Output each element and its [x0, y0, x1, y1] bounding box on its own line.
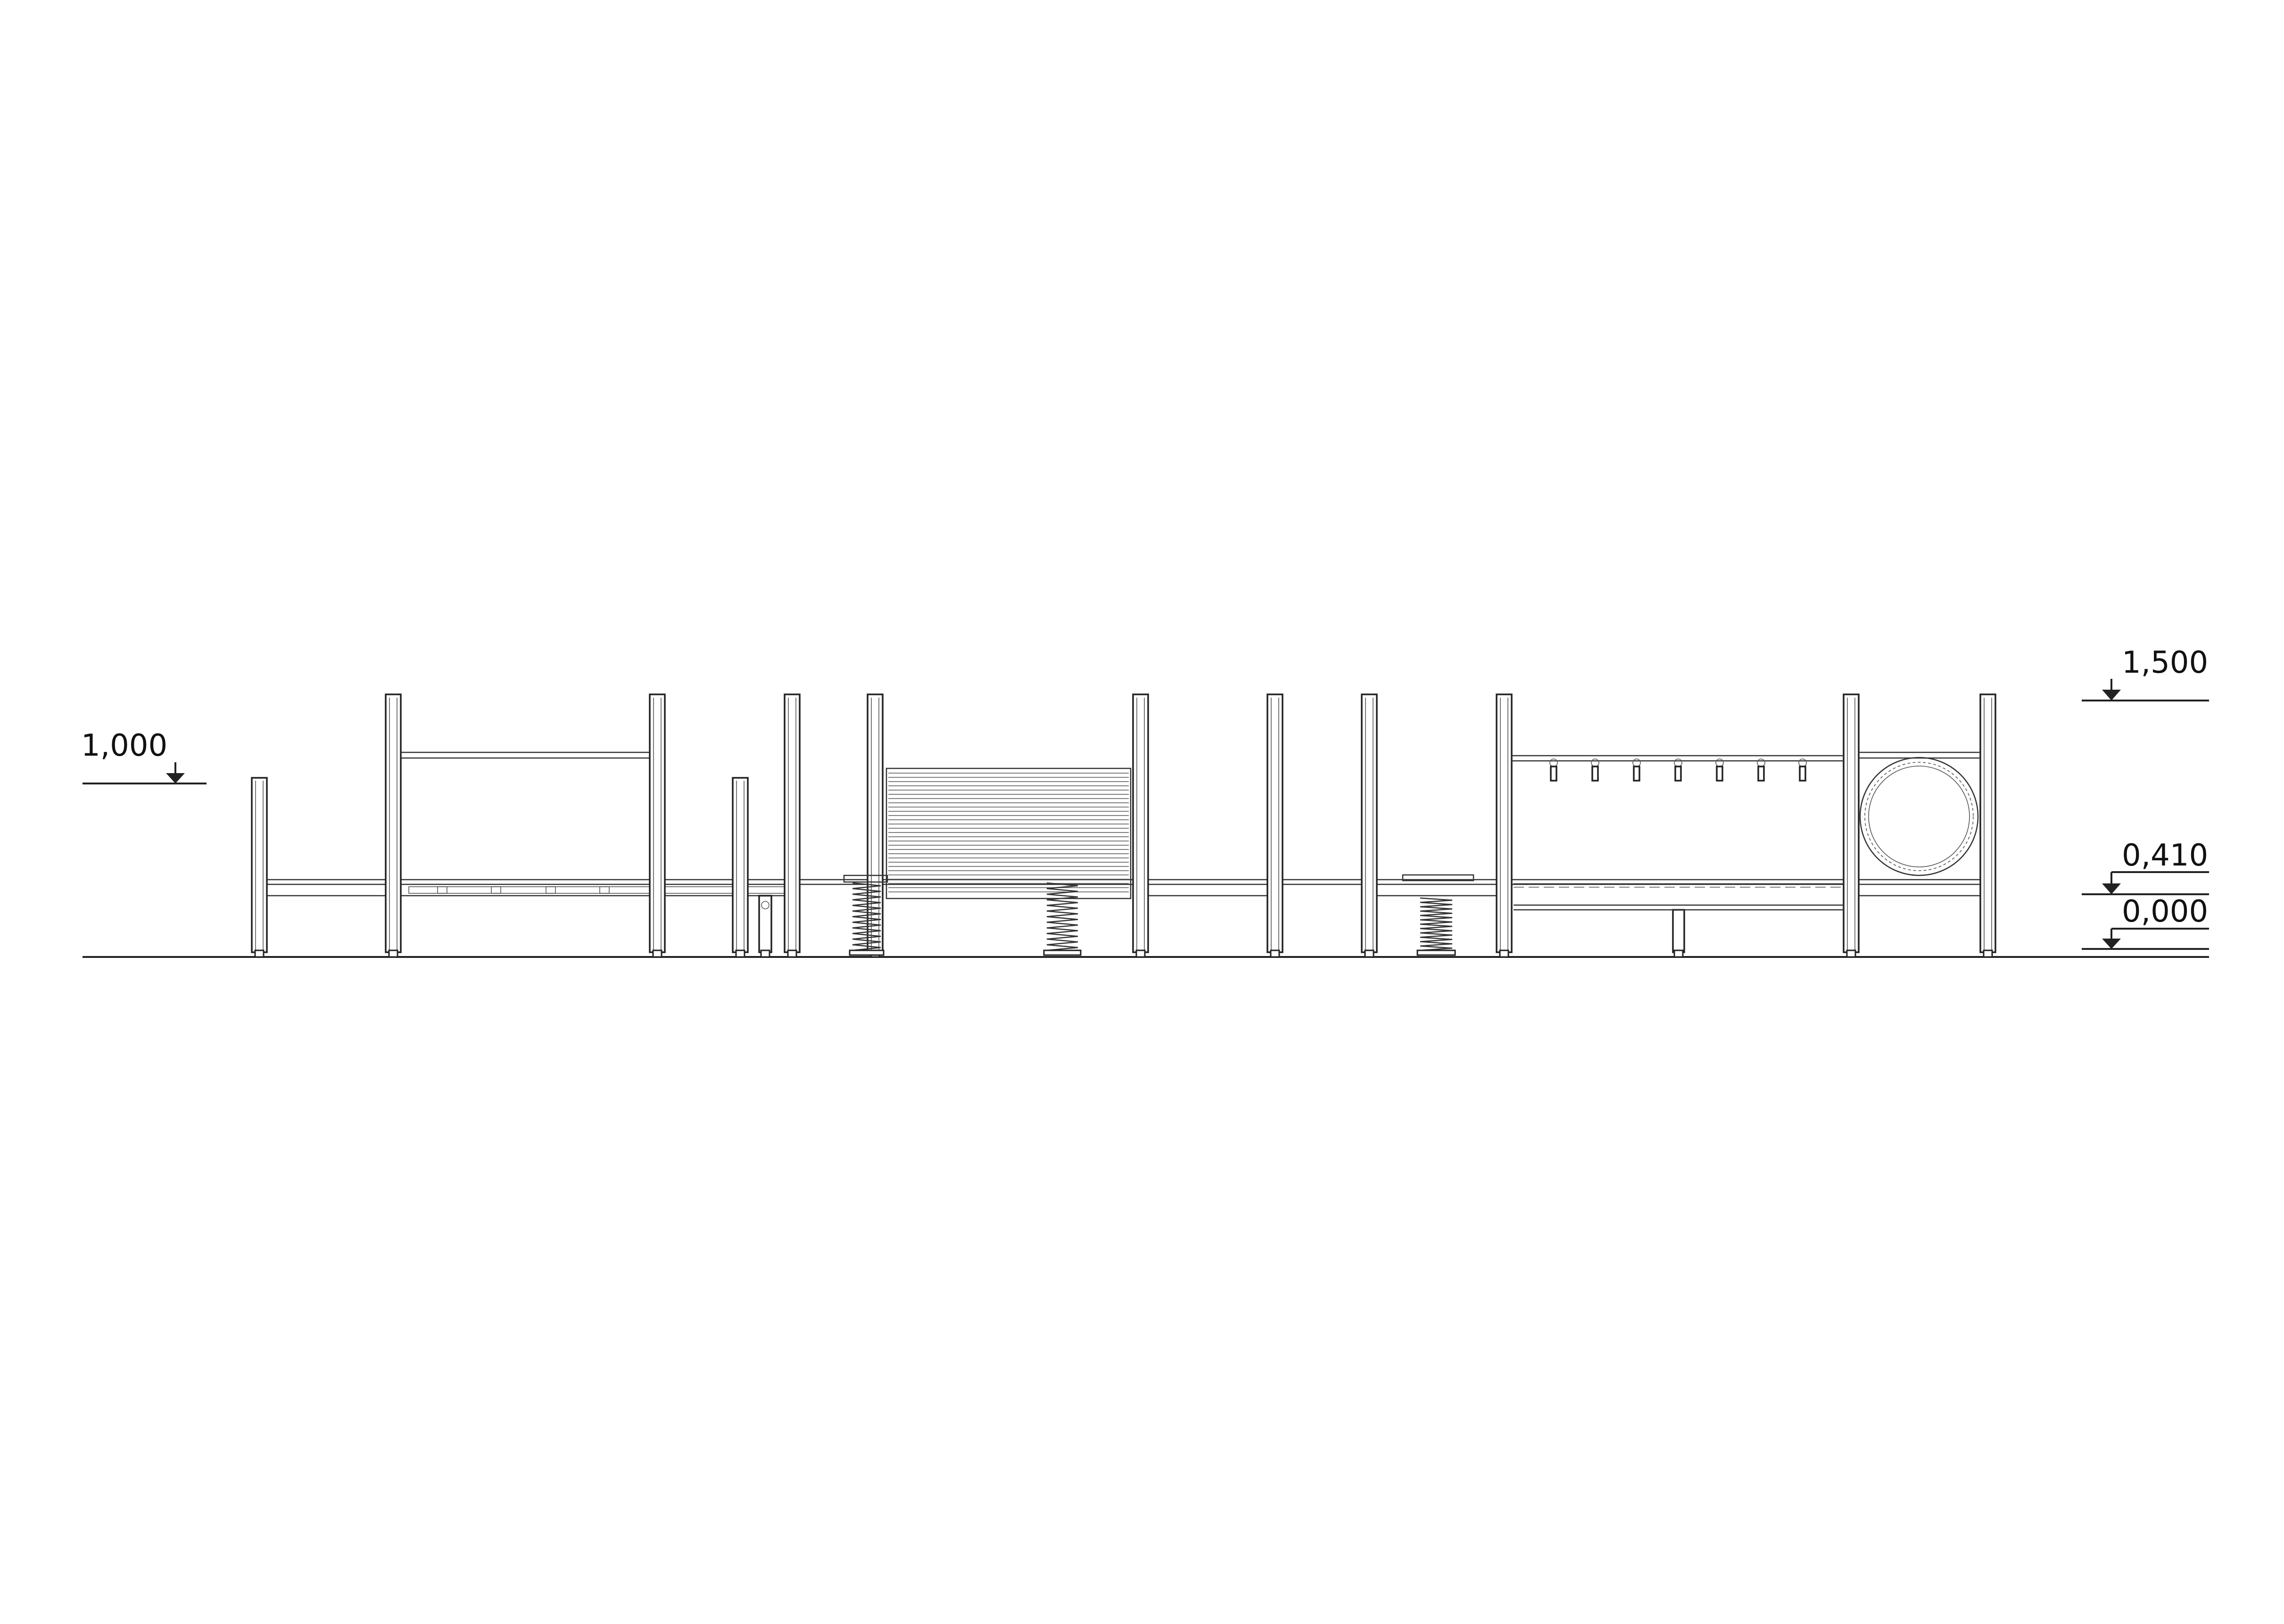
hanging-rings-rail: [1512, 755, 1844, 782]
hanging-ring: [1674, 758, 1682, 782]
post: [1496, 693, 1513, 958]
level-label-1000: 1,000: [81, 728, 167, 763]
post: [1132, 693, 1149, 958]
spring-seat-pad: [1402, 874, 1474, 882]
post: [1843, 693, 1860, 958]
level-mark-left-1000: 1,000: [81, 728, 207, 784]
support-leg: [1672, 909, 1685, 958]
springs: [849, 882, 1456, 956]
level-arrow: [2102, 939, 2121, 949]
post: [251, 777, 268, 958]
level-arrow: [166, 773, 185, 783]
crawl-tunnel: [1859, 751, 1980, 876]
hanging-rings: [1549, 758, 1807, 782]
spring: [1043, 882, 1082, 956]
post: [1361, 693, 1378, 958]
level-label-0410: 0,410: [2122, 838, 2208, 873]
spring: [849, 882, 885, 956]
level-mark-right-0410: 0,410: [2082, 838, 2209, 895]
post: [649, 693, 666, 958]
drum-slats: [888, 773, 1129, 892]
hanging-ring: [1798, 758, 1807, 782]
post: [1266, 693, 1283, 958]
deck-slots-first-bay: [408, 886, 786, 894]
level-label-1500: 1,500: [2122, 645, 2208, 680]
hanging-ring: [1591, 758, 1599, 782]
spring: [1416, 897, 1456, 956]
hanging-ring: [1757, 758, 1765, 782]
top-rail-first-bay: [399, 751, 658, 759]
spring-seat-board: [843, 874, 888, 883]
level-arrow: [2102, 690, 2121, 701]
hanging-ring: [1549, 758, 1558, 782]
post: [1979, 693, 1996, 958]
level-mark-right-0000: 0,000: [2082, 894, 2209, 950]
level-label-0000: 0,000: [2122, 894, 2208, 929]
posts: [251, 693, 1996, 958]
post: [784, 693, 801, 958]
post: [867, 693, 884, 958]
level-arrow: [2102, 883, 2121, 894]
hanging-ring: [1715, 758, 1724, 782]
connector-bracket: [758, 895, 772, 958]
rolling-drum: [885, 767, 1132, 899]
hanging-ring: [1632, 758, 1641, 782]
lower-deck-bay-4: [1514, 883, 1844, 911]
post: [732, 777, 749, 958]
level-mark-right-1500: 1,500: [2082, 645, 2209, 701]
post: [385, 693, 402, 958]
